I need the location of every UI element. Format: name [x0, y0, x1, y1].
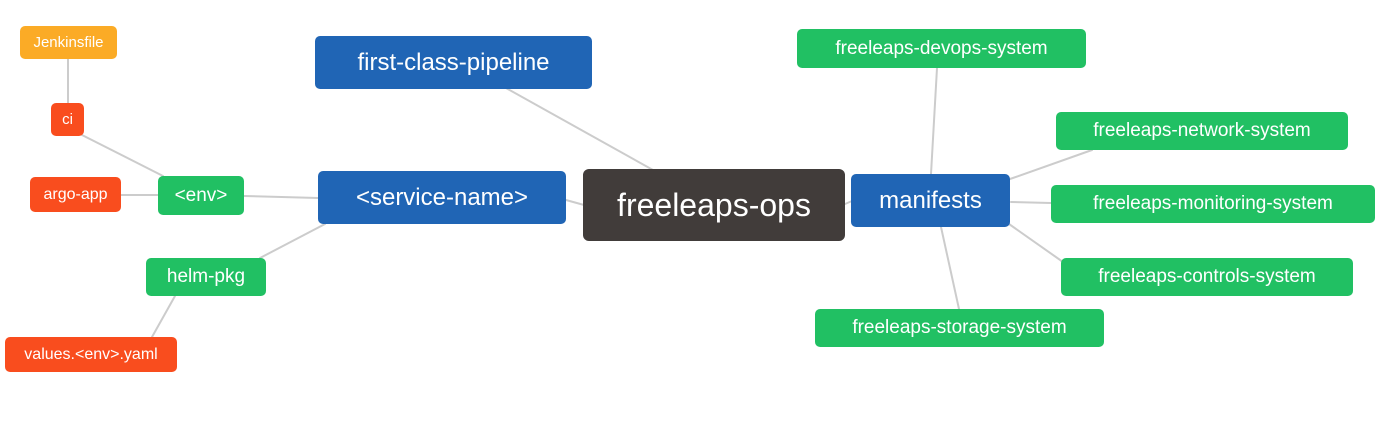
edge-freeleaps-ops-to-manifests — [844, 200, 853, 205]
edge-helm-pkg-to-values-env-yaml — [151, 295, 176, 338]
edge-env-to-service-name — [243, 195, 319, 199]
mindmap-node-first-class-pipeline[interactable]: first-class-pipeline — [315, 36, 592, 89]
edge-manifests-to-freeleaps-controls-system — [1008, 223, 1064, 263]
edge-manifests-to-freeleaps-storage-system — [940, 226, 960, 310]
edge-service-name-to-freeleaps-ops — [565, 199, 585, 206]
mindmap-node-service-name[interactable]: <service-name> — [318, 171, 566, 224]
mindmap-node-helm-pkg[interactable]: helm-pkg — [146, 258, 266, 296]
mindmap-node-freeleaps-network-system[interactable]: freeleaps-network-system — [1056, 112, 1348, 150]
edge-service-name-to-helm-pkg — [259, 223, 326, 259]
edge-manifests-to-freeleaps-network-system — [1009, 149, 1093, 180]
mindmap-node-freeleaps-controls-system[interactable]: freeleaps-controls-system — [1061, 258, 1353, 296]
mindmap-node-env[interactable]: <env> — [158, 176, 244, 215]
mindmap-node-values-env-yaml[interactable]: values.<env>.yaml — [5, 337, 177, 372]
mindmap-node-freeleaps-devops-system[interactable]: freeleaps-devops-system — [797, 29, 1086, 68]
mindmap-node-freeleaps-monitoring-system[interactable]: freeleaps-monitoring-system — [1051, 185, 1375, 223]
edge-ci-to-env — [79, 133, 164, 177]
mindmap-node-freeleaps-storage-system[interactable]: freeleaps-storage-system — [815, 309, 1104, 347]
mindmap-node-freeleaps-ops[interactable]: freeleaps-ops — [583, 169, 845, 241]
mindmap-node-jenkinsfile[interactable]: Jenkinsfile — [20, 26, 117, 59]
edge-manifests-to-freeleaps-devops-system — [930, 67, 938, 175]
mindmap-node-manifests[interactable]: manifests — [851, 174, 1010, 227]
mindmap-node-argo-app[interactable]: argo-app — [30, 177, 121, 212]
edge-manifests-to-freeleaps-monitoring-system — [1010, 201, 1052, 204]
mindmap-node-ci[interactable]: ci — [51, 103, 84, 136]
edge-first-class-pipeline-to-freeleaps-ops — [505, 87, 654, 171]
